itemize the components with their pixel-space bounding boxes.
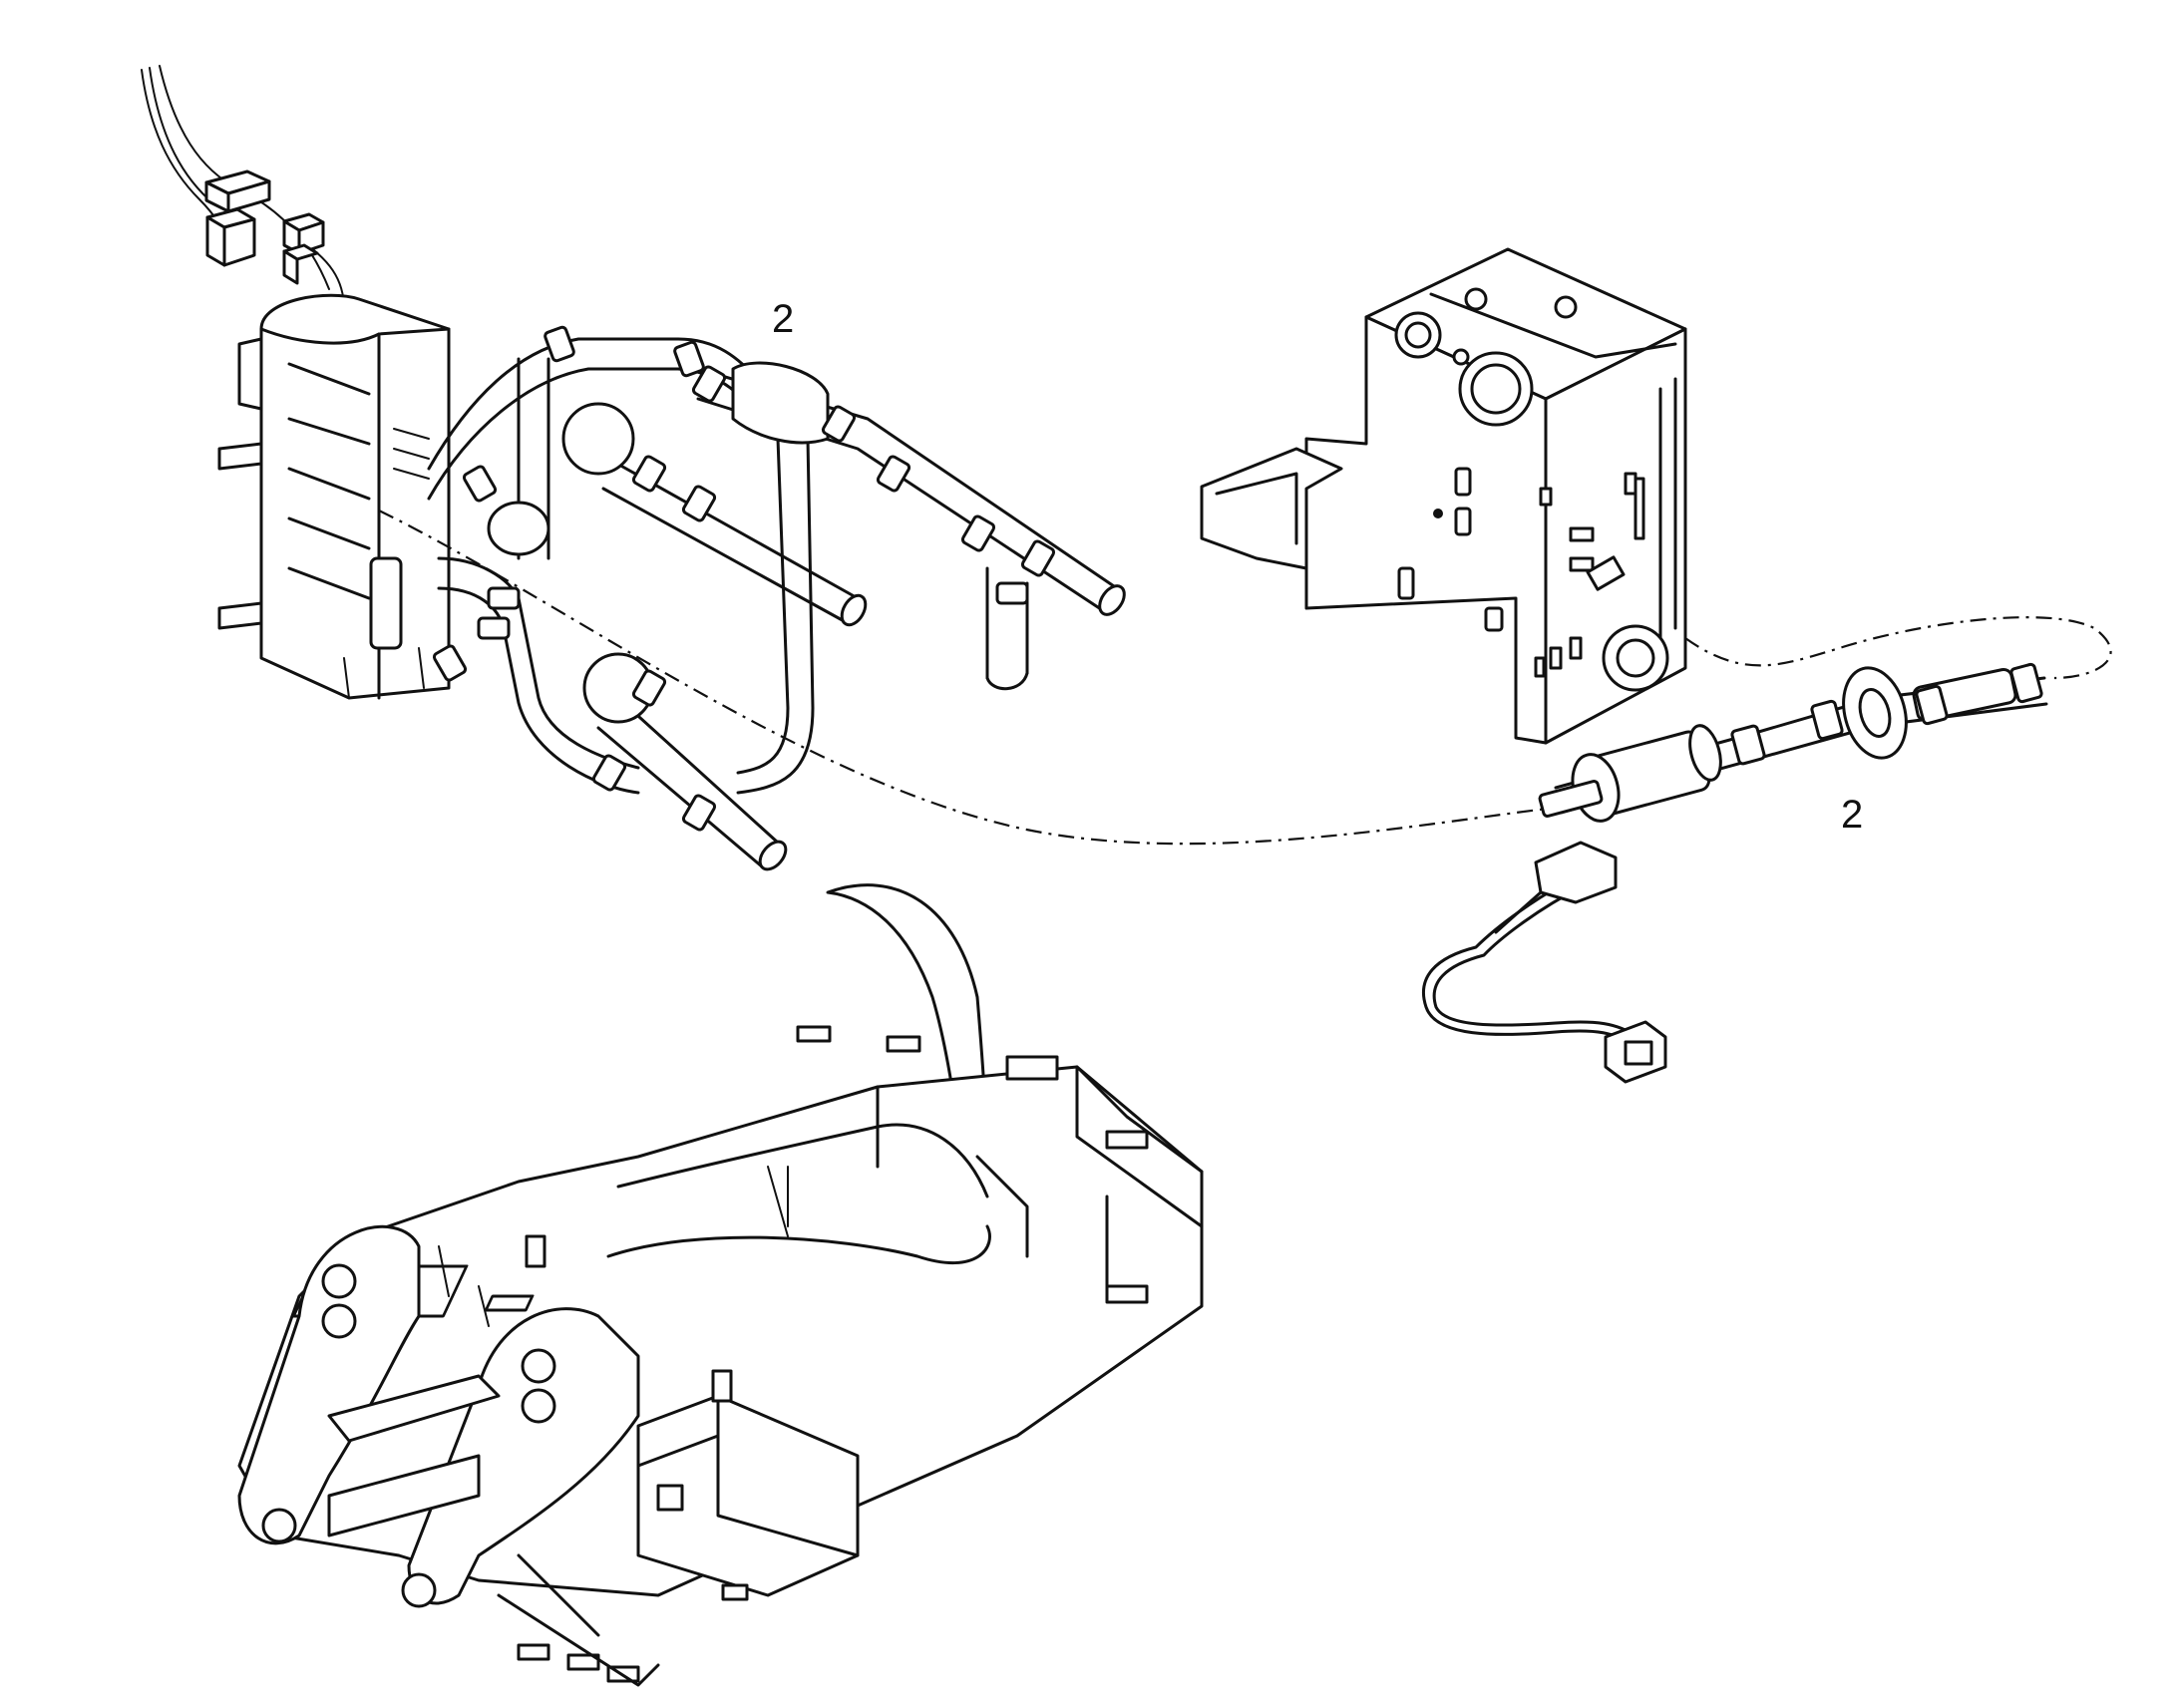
connector-plug-right (282, 212, 325, 285)
connector-plug-left (204, 170, 271, 267)
coolant-pipework (427, 325, 1126, 871)
callout-number: 2 (1841, 793, 1864, 837)
connection-line-right (1684, 616, 2112, 680)
machine-frame (237, 1025, 1204, 1687)
connection-line (378, 510, 1557, 846)
callout-number: 2 (772, 297, 795, 341)
cab-housing (1200, 247, 1687, 745)
electric-pump (1538, 662, 2048, 823)
heater-unit (217, 293, 451, 700)
pump-cable (1421, 841, 1667, 1084)
